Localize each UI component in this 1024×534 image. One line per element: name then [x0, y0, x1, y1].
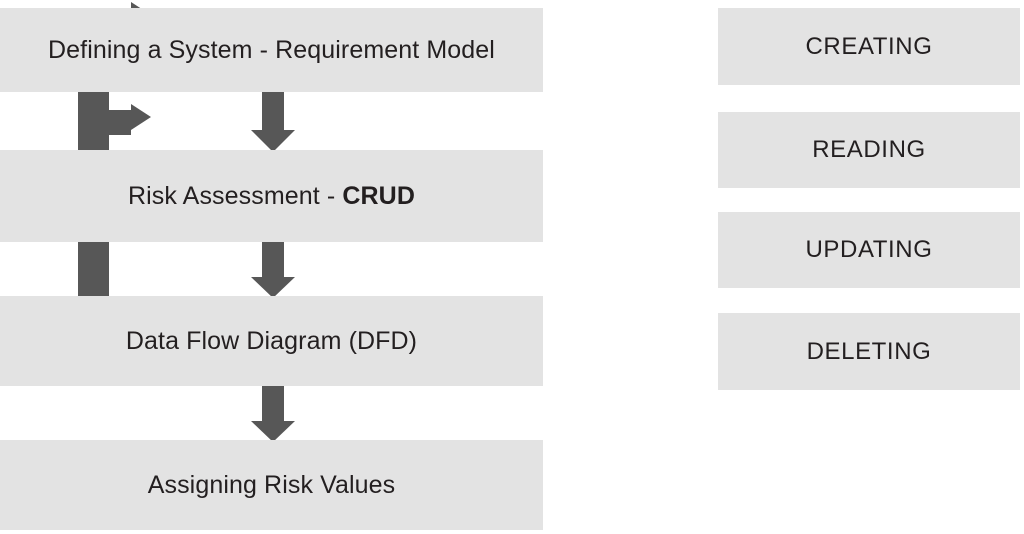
crud-label-updating: UPDATING	[805, 236, 933, 263]
process-box-requirement-model: Defining a System - Requirement Model	[0, 8, 543, 92]
arrow-down-risk-to-dfd	[251, 242, 295, 298]
crud-box-creating: CREATING	[718, 8, 1020, 85]
crud-label-creating: CREATING	[805, 32, 933, 60]
process-label-data-flow-diagram: Data Flow Diagram (DFD)	[125, 327, 418, 355]
process-box-assigning-risk-values: Assigning Risk Values	[0, 440, 543, 530]
branch-arrow-reading	[105, 104, 151, 135]
process-box-risk-assessment: Risk Assessment - CRUD	[0, 150, 543, 242]
arrow-down-dfd-to-assigning	[251, 386, 295, 442]
process-box-data-flow-diagram: Data Flow Diagram (DFD)	[0, 296, 543, 386]
process-label-risk-assessment-text: Risk Assessment -	[128, 182, 343, 210]
crud-label-reading: READING	[812, 136, 926, 163]
crud-box-updating: UPDATING	[718, 212, 1020, 288]
process-label-assigning-risk-values: Assigning Risk Values	[147, 471, 396, 499]
crud-label-deleting: DELETING	[806, 337, 932, 365]
process-label-requirement-model: Defining a System - Requirement Model	[48, 36, 495, 64]
arrow-down-requirement-to-risk	[251, 92, 295, 152]
crud-box-deleting: DELETING	[718, 313, 1020, 390]
crud-box-reading: READING	[718, 112, 1020, 188]
process-label-crud-accent: CRUD	[342, 182, 415, 210]
process-label-risk-assessment: Risk Assessment - CRUD	[128, 181, 415, 211]
